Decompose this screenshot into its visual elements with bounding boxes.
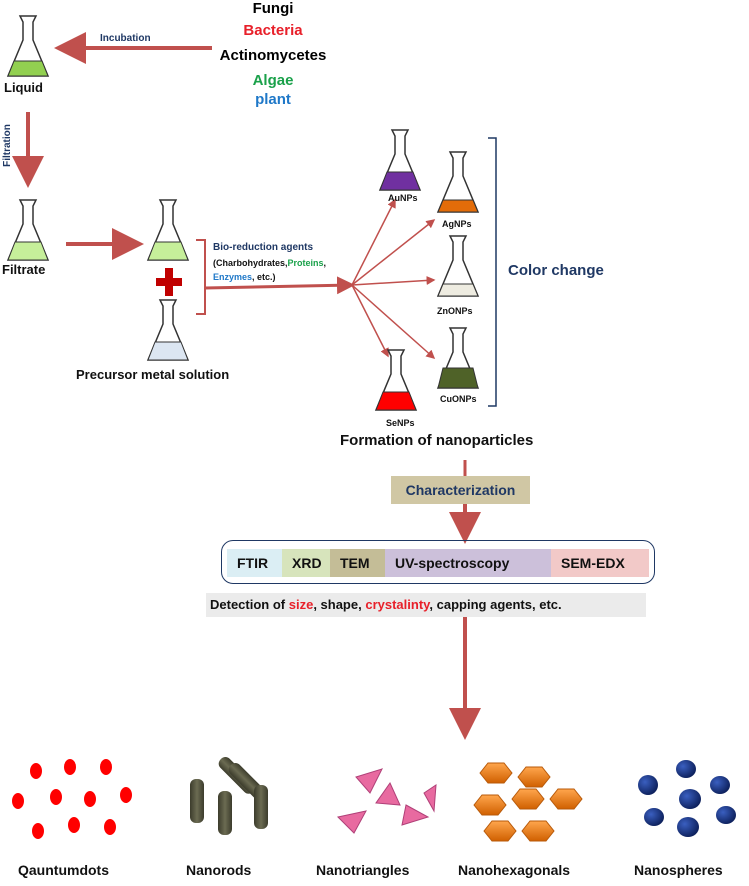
technique-tem: TEM: [330, 549, 385, 577]
plus-icon: [156, 268, 182, 296]
bioreduction-line1: (Charbohydrates,Proteins,: [213, 258, 326, 268]
arrow-to-au: [351, 198, 396, 286]
shape-label-nanospheres: Nanospheres: [634, 862, 723, 878]
precursor-label: Precursor metal solution: [76, 367, 230, 382]
detection-mid: , shape,: [313, 597, 366, 612]
bioreduction-line2: Enzymes, etc.): [213, 272, 276, 282]
shape-label-quantumdots: Qauntumdots: [18, 862, 109, 878]
detection-crystalinty: crystalinty: [365, 597, 430, 612]
quantumdots-icon: [12, 759, 132, 839]
techniques-frame: [221, 540, 655, 584]
arrow-to-ag: [351, 219, 436, 286]
nanospheres-icon: [638, 760, 736, 837]
au-flask-icon: [378, 129, 422, 191]
source-algae: Algae: [252, 72, 294, 89]
incubation-label: Incubation: [100, 33, 151, 44]
shape-label-nanotriangles: Nanotriangles: [316, 862, 410, 878]
bioreduction-comma: ,: [323, 258, 327, 268]
zno-flask-icon: [436, 235, 480, 297]
color-change-label: Color change: [508, 262, 604, 279]
se-label: SeNPs: [386, 418, 415, 428]
formation-label: Formation of nanoparticles: [340, 432, 534, 449]
source-actinomycetes: Actinomycetes: [219, 47, 327, 64]
source-fungi: Fungi: [252, 0, 294, 17]
characterization-box: Characterization: [391, 476, 530, 504]
color-change-bracket: [488, 137, 497, 407]
arrow-to-cuo: [351, 284, 436, 359]
detection-prefix: Detection of: [210, 597, 289, 612]
source-plant: plant: [255, 91, 291, 108]
arrow-to-zno: [351, 275, 436, 286]
bioreduction-rest: , etc.): [252, 272, 276, 282]
precursor-flask-icon: [146, 299, 190, 361]
ag-label: AgNPs: [442, 219, 472, 229]
source-bacteria: Bacteria: [243, 22, 303, 39]
shape-label-nanohexagonals: Nanohexagonals: [458, 862, 571, 878]
filtrate-mix-flask-icon: [146, 199, 190, 261]
filtration-label: Filtration: [1, 124, 13, 167]
filtrate-label: Filtrate: [2, 262, 46, 277]
liquid-label: Liquid: [4, 80, 43, 95]
bioreduction-enzymes: Enzymes: [213, 272, 253, 282]
technique-ftir: FTIR: [227, 549, 282, 577]
nanohexagonals-icon: [473, 762, 583, 842]
bioreduction-proteins: Proteins: [287, 258, 324, 268]
cuo-flask-icon: [436, 327, 480, 389]
bioreduction-arrow: [204, 276, 355, 295]
au-label: AuNPs: [388, 193, 418, 203]
arrow-to-se: [351, 284, 389, 358]
shape-label-nanorods: Nanorods: [186, 862, 252, 878]
bioreduction-title: Bio-reduction agents: [213, 242, 314, 253]
se-flask-icon: [374, 349, 418, 411]
detection-size: size: [288, 597, 314, 612]
nanorods-icon: [190, 756, 268, 835]
detection-text: Detection of size, shape, crystalinty, c…: [206, 593, 646, 617]
mix-bracket: [196, 239, 206, 315]
filtrate-flask-icon: [6, 199, 50, 261]
technique-uv: UV-spectroscopy: [385, 549, 551, 577]
ag-flask-icon: [436, 151, 480, 213]
cuo-label: CuONPs: [440, 394, 477, 404]
technique-sem-edx: SEM-EDX: [551, 549, 649, 577]
zno-label: ZnONPs: [437, 306, 473, 316]
bioreduction-open: (Charbohydrates,: [213, 258, 288, 268]
technique-xrd: XRD: [282, 549, 330, 577]
nanotriangles-icon: [336, 768, 437, 834]
detection-suffix: , capping agents, etc.: [429, 597, 562, 612]
liquid-flask-icon: [6, 15, 50, 77]
